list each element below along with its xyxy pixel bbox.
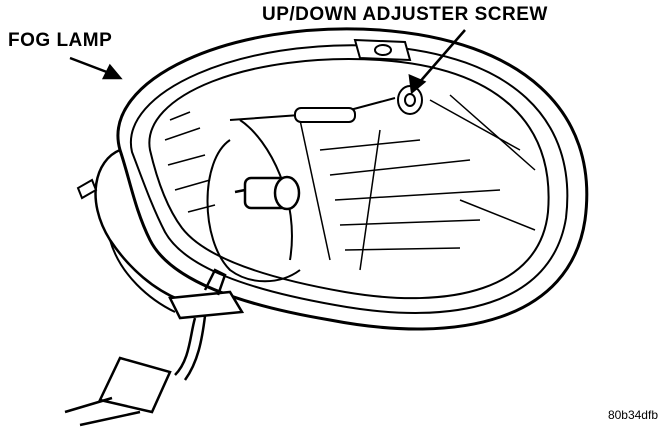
lamp-housing: [94, 27, 589, 331]
figure-code: 80b34dfb: [607, 408, 658, 422]
fog-lamp-label: FOG LAMP: [8, 30, 113, 51]
adjuster-screw-label: UP/DOWN ADJUSTER SCREW: [262, 4, 548, 25]
adjuster-screw: [397, 85, 423, 115]
bulb: [234, 175, 301, 211]
adjuster-assembly: [229, 38, 423, 123]
adjuster-leader: [408, 29, 466, 95]
fog-lamp-leader: [69, 56, 123, 80]
mounting-bracket: [76, 178, 98, 200]
reflector-bowl: [206, 119, 301, 283]
wiring-connector: [64, 268, 245, 427]
lamp-lens: [148, 58, 550, 300]
